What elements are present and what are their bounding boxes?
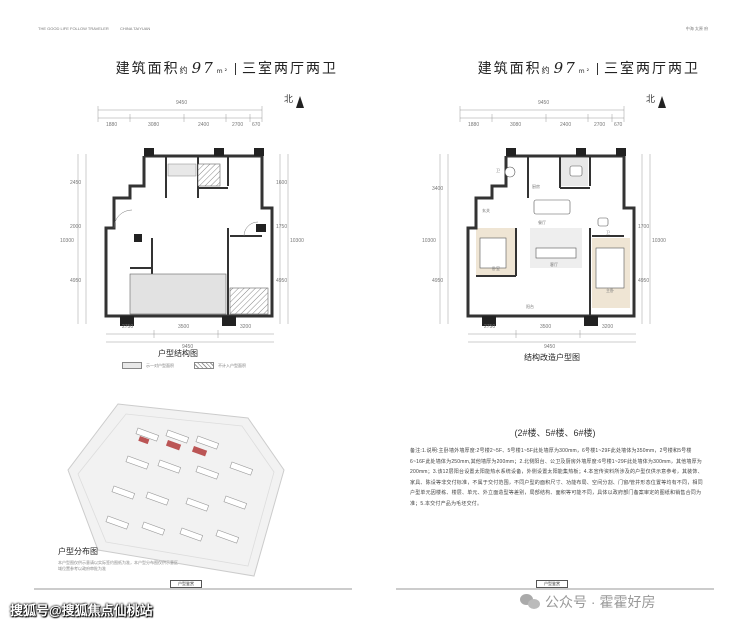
dim-top-1: 1880: [468, 122, 480, 128]
room-label: 阳台: [526, 304, 534, 309]
dim-bottom-total: 9450: [182, 344, 194, 350]
dim-top-4: 2700: [594, 122, 606, 128]
dim-right-1: 1700: [638, 224, 650, 230]
site-map-note: 本户型图仅供示意请以实际签约图纸为准，本户型分布图仅供示意区域位置参考以政府审批…: [58, 560, 178, 571]
north-arrow-icon: [296, 96, 304, 108]
dim-top-2: 3080: [510, 122, 522, 128]
legend-swatch-area: [122, 362, 142, 369]
left-page: THE GOOD LIFE FOLLOW TRAVELER CHINA TAIY…: [34, 22, 352, 590]
header-right-text: 中海 太原 府: [685, 26, 708, 31]
dim-right-3: 4950: [276, 278, 288, 284]
title-unit: m²: [216, 68, 229, 75]
dim-bottom-3: 3200: [240, 324, 252, 330]
dim-top-2: 3080: [148, 122, 160, 128]
title-unit: m²: [578, 68, 591, 75]
title-prefix: 建筑面积: [477, 61, 542, 77]
title-area: 97: [553, 59, 577, 77]
renovated-plan-caption: 结构改造户型图: [524, 353, 580, 362]
room-label: 厨房: [532, 184, 540, 189]
header-left-text-2: CHINA TAIYUAN: [120, 26, 151, 31]
room-label: 客厅: [550, 262, 558, 267]
dim-right-2: 1750: [276, 224, 288, 230]
room-label: 卧室: [492, 266, 500, 271]
notes-paragraph: 备注:1.说明:主卧墙外墙厚度:2号楼2~5F、5号楼1~5F此处墙厚为300m…: [410, 448, 703, 507]
north-label: 北: [284, 94, 294, 104]
dim-top-total: 9450: [538, 100, 550, 106]
north-arrow-icon: [658, 96, 666, 108]
room-label: 主卧: [606, 288, 614, 293]
room-label: 卫: [496, 168, 500, 173]
structure-plan-caption: 户型结构图: [158, 349, 198, 358]
header-left-text: THE GOOD LIFE FOLLOW TRAVELER: [38, 26, 109, 31]
dim-right-2: 4950: [638, 278, 650, 284]
north-label: 北: [646, 94, 656, 104]
title-layout: 三室两厅两卫: [604, 61, 700, 77]
legend-swatch-excluded: [194, 362, 214, 369]
wechat-account-name: 公众号 · 霍霍好房: [545, 594, 656, 610]
legend-label-area: 示一对户型面积: [146, 363, 174, 368]
title-about: 约: [541, 66, 552, 75]
site-map-caption: 户型分布图: [58, 547, 98, 556]
dim-top-1: 1880: [106, 122, 118, 128]
dim-right-total: 10300: [290, 238, 304, 244]
dim-bottom-1: 2750: [484, 324, 496, 330]
page-tab-right: 户型鉴赏: [536, 580, 568, 588]
dim-top-3: 2400: [198, 122, 210, 128]
watermark-sohu: 搜狐号@搜狐焦点仙桃站: [10, 603, 153, 618]
title-area: 97: [191, 59, 215, 77]
dim-top-3: 2400: [560, 122, 572, 128]
wechat-icon: [520, 594, 540, 610]
dim-left-1: 3400: [432, 186, 444, 192]
site-distribution-map: 户型分布图 本户型图仅供示意请以实际签约图纸为准，本户型分布图仅供示意区域位置参…: [48, 400, 308, 586]
dim-left-total: 10300: [60, 238, 74, 244]
room-label: 玄关: [482, 208, 490, 213]
dim-left-2: 2000: [70, 224, 82, 230]
renovated-floor-plan: 9450 1880 3080 2400 2700 670 2750 3500 3…: [410, 88, 672, 352]
dim-left-1: 2450: [70, 180, 82, 186]
dim-left-total: 10300: [422, 238, 436, 244]
dim-bottom-3: 3200: [602, 324, 614, 330]
title-layout: 三室两厅两卫: [242, 61, 338, 77]
room-label: 餐厅: [538, 220, 546, 225]
title-about: 约: [179, 66, 190, 75]
dim-top-5: 670: [614, 122, 623, 128]
dim-bottom-1: 2750: [122, 324, 134, 330]
structure-floor-plan: 9450 1880 3080 2400 2700 670 2750 3500 3…: [48, 88, 310, 352]
dim-top-total: 9450: [176, 100, 188, 106]
dim-bottom-2: 3500: [540, 324, 552, 330]
dim-right-1: 1600: [276, 180, 288, 186]
dim-top-4: 2700: [232, 122, 244, 128]
page-tab-left: 户型鉴赏: [170, 580, 202, 588]
dim-left-2: 4950: [432, 278, 444, 284]
dim-top-5: 670: [252, 122, 261, 128]
dim-left-3: 4950: [70, 278, 82, 284]
legend-label-excluded: 不计入户型面积: [218, 363, 246, 368]
room-label: 卫: [606, 230, 610, 235]
dim-bottom-total: 9450: [544, 344, 556, 350]
dim-right-total: 10300: [652, 238, 666, 244]
dim-bottom-2: 3500: [178, 324, 190, 330]
building-numbers: (2#楼、5#楼、6#楼): [514, 428, 596, 438]
title-prefix: 建筑面积: [115, 61, 180, 77]
watermark-wechat: 公众号 · 霍霍好房: [520, 592, 655, 612]
